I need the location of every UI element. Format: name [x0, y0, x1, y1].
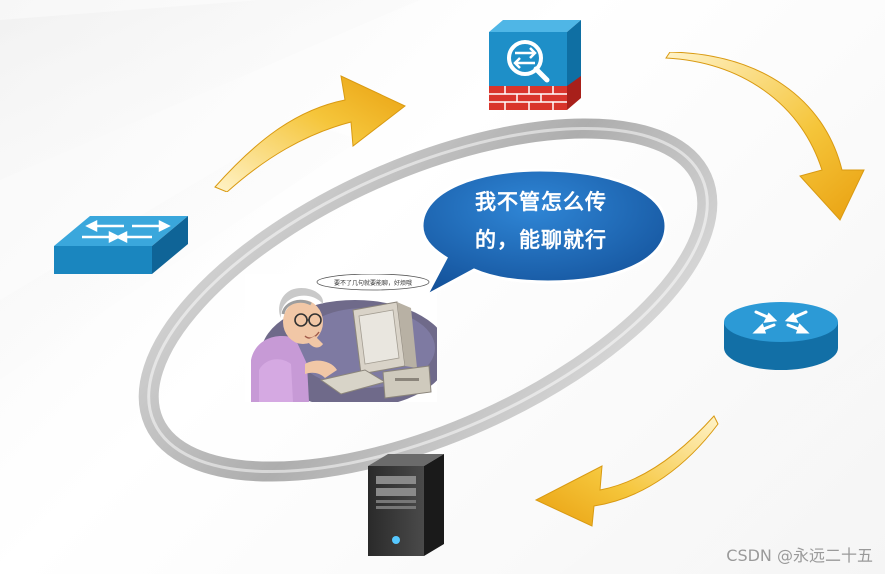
switch-icon: [54, 216, 188, 274]
cartoon-user-at-computer: [245, 274, 437, 402]
network-ring: [138, 118, 718, 482]
speech-line-1: 我不管怎么传: [475, 190, 607, 214]
watermark: CSDN @永远二十五: [726, 546, 873, 565]
arrow-switch-to-firewall: [214, 75, 406, 192]
router-icon: [724, 302, 838, 370]
speech-line-2: 的，能聊就行: [475, 228, 607, 252]
firewall-icon: [489, 20, 581, 110]
speech-bubble: [420, 168, 668, 300]
arrow-firewall-to-router: [665, 52, 865, 221]
arrow-router-to-server: [534, 415, 719, 527]
speech-bubble-text: 我不管怎么传 的，能聊就行: [441, 183, 641, 259]
server-tower-icon: [368, 454, 444, 556]
cartoon-bubble-text: 要不了几句就要能聊，好烦哦: [333, 280, 412, 287]
